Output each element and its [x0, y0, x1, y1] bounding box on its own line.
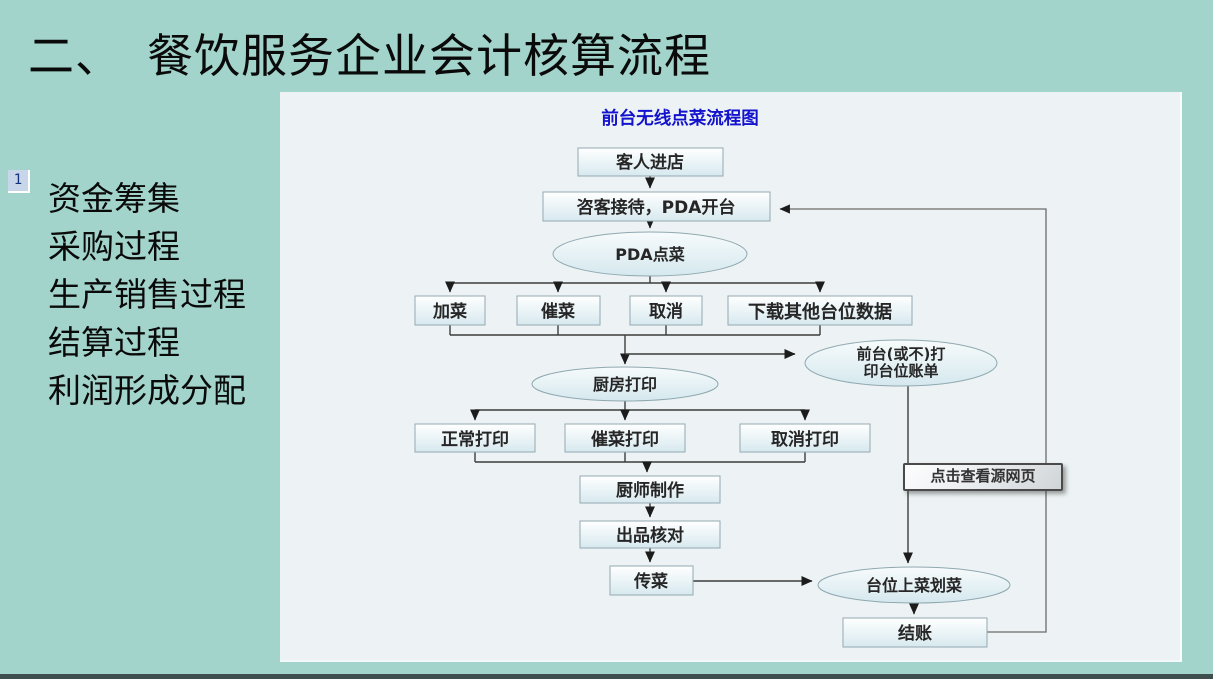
flow-node-checkout: 结账 — [842, 617, 988, 648]
flow-node-add-dish: 加菜 — [414, 295, 486, 326]
flow-node-checkout-label: 结账 — [898, 623, 932, 644]
topic-item-settlement: 结算过程 — [48, 326, 180, 362]
flow-node-front-print-bill-line2: 印台位账单 — [863, 362, 938, 380]
flow-node-cancel-label: 取消 — [649, 301, 683, 322]
flow-node-urge-dish: 催菜 — [516, 295, 601, 326]
flow-node-cancel-print: 取消打印 — [739, 423, 871, 453]
flow-node-front-print-bill-line1: 前台(或不)打 — [857, 345, 946, 363]
topic-item-funding: 资金筹集 — [48, 182, 180, 218]
flow-node-kitchen-print-label: 厨房打印 — [593, 375, 657, 394]
flowchart-panel: 前台无线点菜流程图 — [280, 92, 1182, 662]
flow-node-serve-dish-label: 传菜 — [633, 571, 669, 592]
flow-node-guest-enter-label: 客人进店 — [615, 152, 684, 173]
flow-node-chef-make: 厨师制作 — [579, 475, 721, 504]
flow-node-front-print-bill: 前台(或不)打 印台位账单 — [804, 339, 998, 387]
flow-node-reception: 咨客接待，PDA开台 — [542, 191, 771, 222]
bottom-bar — [0, 674, 1213, 679]
flow-node-urge-print-label: 催菜打印 — [591, 429, 659, 450]
flow-node-output-check-label: 出品核对 — [616, 525, 684, 546]
topic-item-production-sales: 生产销售过程 — [48, 278, 246, 314]
flow-node-urge-dish-label: 催菜 — [541, 301, 576, 322]
flow-node-download-tables: 下载其他台位数据 — [727, 295, 913, 326]
flow-node-download-tables-label: 下载其他台位数据 — [748, 301, 892, 323]
flow-connectors — [444, 176, 1047, 633]
topic-list: 资金筹集 采购过程 生产销售过程 结算过程 利润形成分配 — [48, 176, 246, 416]
source-link-tooltip[interactable]: 点击查看源网页 — [903, 463, 1063, 491]
flowchart-image: 前台无线点菜流程图 — [414, 108, 1047, 648]
flow-node-add-dish-label: 加菜 — [432, 302, 468, 322]
flow-node-pda-order: PDA点菜 — [552, 231, 748, 277]
flow-node-kitchen-print: 厨房打印 — [531, 366, 719, 402]
slide-title: 二、 餐饮服务企业会计核算流程 — [28, 31, 711, 82]
flow-node-table-serve: 台位上菜划菜 — [817, 566, 1011, 604]
flow-node-cancel-print-label: 取消打印 — [771, 429, 839, 450]
flow-node-output-check: 出品核对 — [579, 520, 721, 549]
list-index-badge: 1 — [8, 170, 30, 193]
flow-node-guest-enter: 客人进店 — [577, 147, 724, 177]
flow-node-chef-make-label: 厨师制作 — [616, 480, 684, 501]
flow-node-normal-print-label: 正常打印 — [441, 429, 509, 450]
topic-item-profit: 利润形成分配 — [48, 374, 246, 410]
flow-node-serve-dish: 传菜 — [609, 565, 694, 596]
flow-node-urge-print: 催菜打印 — [564, 423, 686, 453]
flowchart-title: 前台无线点菜流程图 — [601, 108, 759, 129]
topic-item-purchasing: 采购过程 — [48, 230, 180, 266]
flow-node-table-serve-label: 台位上菜划菜 — [866, 576, 962, 595]
flow-node-pda-order-label: PDA点菜 — [615, 245, 684, 264]
flow-node-cancel: 取消 — [629, 295, 703, 326]
flow-node-normal-print: 正常打印 — [414, 423, 536, 453]
flow-node-reception-label: 咨客接待，PDA开台 — [577, 197, 736, 218]
